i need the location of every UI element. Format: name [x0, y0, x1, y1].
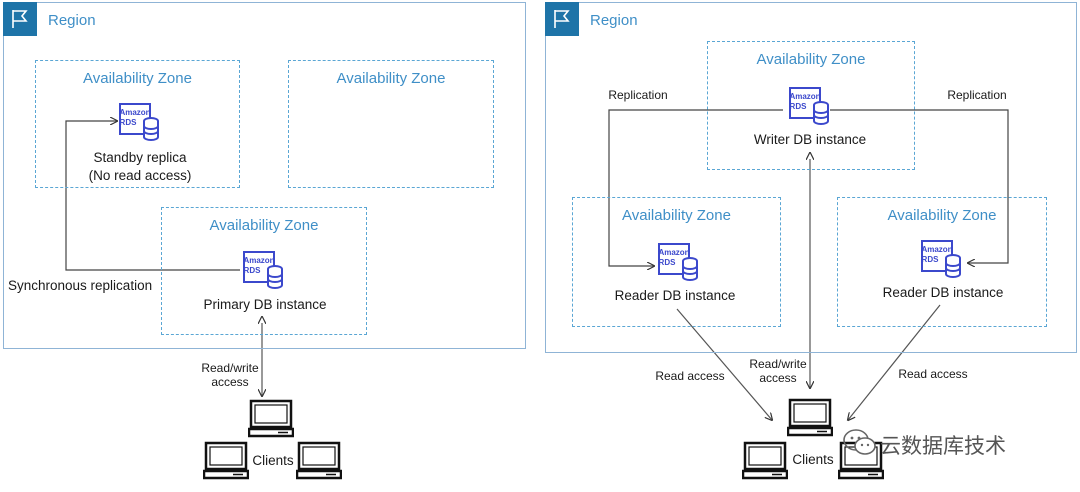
rds-line2: RDS — [659, 258, 677, 267]
standby-replica-label: Standby replica — [93, 150, 187, 165]
rds-line2: RDS — [922, 255, 940, 264]
laptop-icon — [203, 441, 249, 480]
az-label: Availability Zone — [622, 207, 731, 224]
right-rw-label-2: access — [759, 371, 797, 385]
left-az-empty: Availability Zone — [288, 60, 494, 188]
database-icon: Amazon RDS — [658, 243, 698, 281]
region-label: Region — [590, 12, 638, 29]
read-access-left-label: Read access — [655, 369, 725, 383]
replication-right-line — [830, 109, 1009, 263]
az-label: Availability Zone — [83, 70, 192, 87]
rds-line1: Amazon — [243, 256, 274, 265]
rds-line1: Amazon — [921, 245, 952, 254]
rds-line1: Amazon — [658, 248, 689, 257]
writer-db-label: Writer DB instance — [753, 132, 867, 147]
laptop-icon — [787, 398, 833, 437]
left-region: Region — [3, 2, 526, 349]
az-label: Availability Zone — [209, 217, 319, 234]
az-label: Availability Zone — [756, 51, 866, 68]
left-rw-label-2: access — [211, 375, 249, 389]
rds-line2: RDS — [120, 118, 138, 127]
flag-icon — [545, 2, 579, 36]
read-access-left-line — [676, 308, 772, 420]
sync-replication-label: Synchronous replication — [8, 278, 153, 293]
reader-db-right-label: Reader DB instance — [882, 285, 1004, 300]
right-az-reader-left: Availability Zone — [572, 197, 781, 327]
wechat-icon — [843, 429, 876, 455]
left-az-standby: Availability Zone — [35, 60, 240, 188]
reader-db-left-label: Reader DB instance — [614, 288, 736, 303]
region-label: Region — [48, 12, 96, 29]
left-clients-label: Clients — [252, 453, 294, 468]
laptop-icon — [248, 399, 294, 438]
database-icon: Amazon RDS — [921, 240, 961, 278]
database-icon: Amazon RDS — [243, 251, 283, 289]
right-region: Region — [545, 2, 1077, 353]
right-az-reader-right: Availability Zone — [837, 197, 1047, 327]
rds-line2: RDS — [244, 266, 262, 275]
no-read-access-label: (No read access) — [88, 168, 192, 183]
right-az-writer: Availability Zone — [707, 41, 915, 170]
database-icon: Amazon RDS — [119, 103, 159, 141]
watermark-text: 云数据库技术 — [880, 435, 1006, 458]
az-label: Availability Zone — [336, 70, 446, 87]
laptop-icon — [296, 441, 342, 480]
left-az-primary: Availability Zone — [161, 207, 367, 335]
sync-replication-line — [65, 121, 240, 271]
right-clients-label: Clients — [792, 452, 834, 467]
laptop-icon — [742, 441, 788, 480]
rds-line2: RDS — [790, 102, 808, 111]
rds-line1: Amazon — [789, 92, 820, 101]
read-access-right-label: Read access — [898, 367, 968, 381]
replication-right-label: Replication — [947, 88, 1007, 102]
az-label: Availability Zone — [887, 207, 997, 224]
left-rw-label-1: Read/write — [201, 361, 259, 375]
rds-line1: Amazon — [119, 108, 150, 117]
right-rw-label-1: Read/write — [749, 357, 807, 371]
database-icon: Amazon RDS — [789, 87, 829, 125]
read-access-right-line — [848, 304, 941, 420]
replication-left-label: Replication — [608, 88, 668, 102]
replication-left-line — [608, 109, 783, 266]
primary-db-label: Primary DB instance — [203, 297, 327, 312]
flag-icon — [3, 2, 37, 36]
